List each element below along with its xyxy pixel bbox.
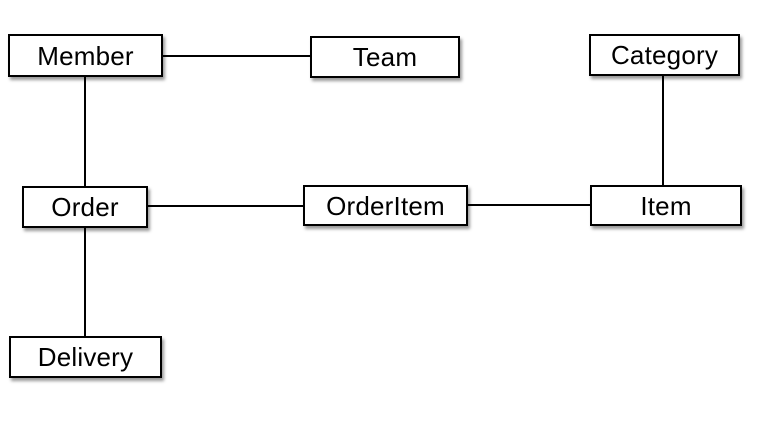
- entity-label-order: Order: [51, 192, 119, 222]
- connector-orderitem-item: [468, 204, 590, 206]
- connector-order-delivery: [84, 228, 86, 336]
- entity-box-member[interactable]: Member: [8, 34, 163, 77]
- connector-order-orderitem: [148, 205, 303, 207]
- entity-box-team[interactable]: Team: [310, 36, 460, 78]
- entity-label-member: Member: [37, 40, 134, 71]
- entity-box-item[interactable]: Item: [590, 185, 742, 226]
- entity-box-order[interactable]: Order: [22, 186, 148, 228]
- connector-member-order: [84, 77, 86, 186]
- entity-label-orderitem: OrderItem: [326, 190, 445, 221]
- entity-box-orderitem[interactable]: OrderItem: [303, 185, 468, 226]
- entity-label-category: Category: [610, 40, 719, 70]
- entity-label-item: Item: [640, 190, 692, 221]
- connector-category-item: [662, 76, 664, 185]
- entity-box-delivery[interactable]: Delivery: [9, 336, 162, 378]
- connector-member-team: [163, 55, 310, 57]
- entity-box-category[interactable]: Category: [589, 34, 740, 76]
- entity-label-team: Team: [352, 42, 418, 72]
- entity-label-delivery: Delivery: [37, 342, 134, 372]
